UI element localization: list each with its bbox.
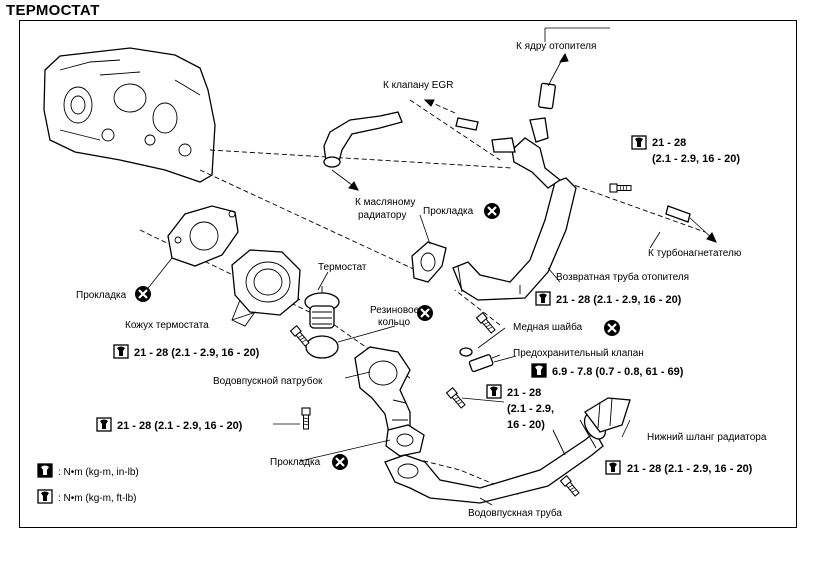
label-heater-return-pipe: Возвратная труба отопителя [556, 271, 689, 283]
engine-block [43, 47, 216, 183]
torque-top-right-2: (2.1 - 2.9, 16 - 20) [652, 153, 740, 165]
label-to-heater-core: К ядру отопителя [516, 41, 596, 52]
diagram-frame [19, 20, 797, 528]
torque-wrench-icon [96, 417, 112, 432]
oil-cooler-hose [323, 111, 403, 168]
torque-center-1: 21 - 28 [507, 387, 541, 399]
do-not-reuse-icon [482, 201, 502, 221]
label-water-inlet-pipe: Водовпускная труба [468, 507, 562, 519]
thermostat [304, 286, 340, 329]
label-rubber-ring-2: кольцо [378, 317, 410, 328]
water-inlet [354, 346, 411, 439]
torque-wrench-icon [486, 384, 502, 399]
torque-left-bottom: 21 - 28 (2.1 - 2.9, 16 - 20) [117, 420, 243, 432]
relief-valve [468, 354, 501, 373]
heater-return-pipe [452, 82, 577, 301]
legend-wrench-inlb-icon [37, 463, 53, 478]
bolt-housing [289, 325, 311, 348]
torque-center-3: 16 - 20) [507, 419, 545, 431]
torque-wrench-icon [631, 135, 647, 150]
label-copper-washer: Медная шайба [513, 321, 583, 333]
torque-top-right-1: 21 - 28 [652, 137, 686, 149]
label-relief-valve: Предохранительный клапан [513, 348, 644, 359]
torque-relief-valve: 6.9 - 7.8 (0.7 - 0.8, 61 - 69) [552, 366, 684, 378]
label-to-turbo: К турбонагнетателю [648, 247, 742, 259]
legend-ftlb: : N•m (kg-m, ft-lb) [58, 493, 137, 504]
do-not-reuse-icon [415, 303, 435, 323]
label-gasket-bottom: Прокладка [270, 457, 321, 468]
bolt-bottom-right [559, 475, 581, 498]
do-not-reuse-icon [133, 284, 153, 304]
turbo-pipe [665, 205, 691, 223]
copper-washer [459, 347, 473, 357]
do-not-reuse-icon [330, 452, 350, 472]
arrow-icon [331, 52, 717, 243]
torque-left-housing: 21 - 28 (2.1 - 2.9, 16 - 20) [134, 347, 260, 359]
gasket-bottom [385, 424, 425, 457]
label-gasket-left: Прокладка [76, 290, 127, 301]
label-water-inlet: Водовпускной патрубок [213, 375, 323, 387]
gasket-left [167, 205, 239, 267]
label-to-oil-cooler-1: К масляному [355, 197, 415, 208]
lower-radiator-hose [584, 397, 631, 433]
bolt-return-pipe [475, 312, 497, 335]
label-rubber-ring-1: Резиновое [370, 305, 420, 316]
bolt-left-bottom [301, 407, 311, 430]
label-to-egr-valve: К клапану EGR [383, 80, 453, 91]
bolt-top-right [609, 183, 632, 193]
torque-wrench-icon [535, 291, 551, 306]
label-thermostat-housing: Кожух термостата [125, 320, 209, 331]
legend-wrench-ftlb-icon [37, 489, 53, 504]
egr-pipe [455, 117, 479, 131]
label-thermostat: Термостат [318, 262, 367, 273]
torque-bottom-right: 21 - 28 (2.1 - 2.9, 16 - 20) [627, 463, 753, 475]
torque-wrench-icon [605, 460, 621, 475]
torque-wrench-icon [531, 363, 547, 378]
torque-center-2: (2.1 - 2.9, [507, 403, 554, 415]
legend-inlb: : N•m (kg-m, in-lb) [58, 467, 139, 478]
gasket-top [411, 241, 447, 283]
rubber-o-ring [305, 335, 339, 359]
label-lower-hose: Нижний шланг радиатора [647, 432, 767, 443]
label-to-oil-cooler-2: радиатору [358, 210, 406, 221]
page-title: ТЕРМОСТАТ [6, 2, 100, 19]
do-not-reuse-icon [602, 318, 622, 338]
torque-wrench-icon [113, 344, 129, 359]
thermostat-housing [231, 249, 301, 327]
label-gasket-top: Прокладка [423, 206, 474, 217]
torque-mid-right: 21 - 28 (2.1 - 2.9, 16 - 20) [556, 294, 682, 306]
